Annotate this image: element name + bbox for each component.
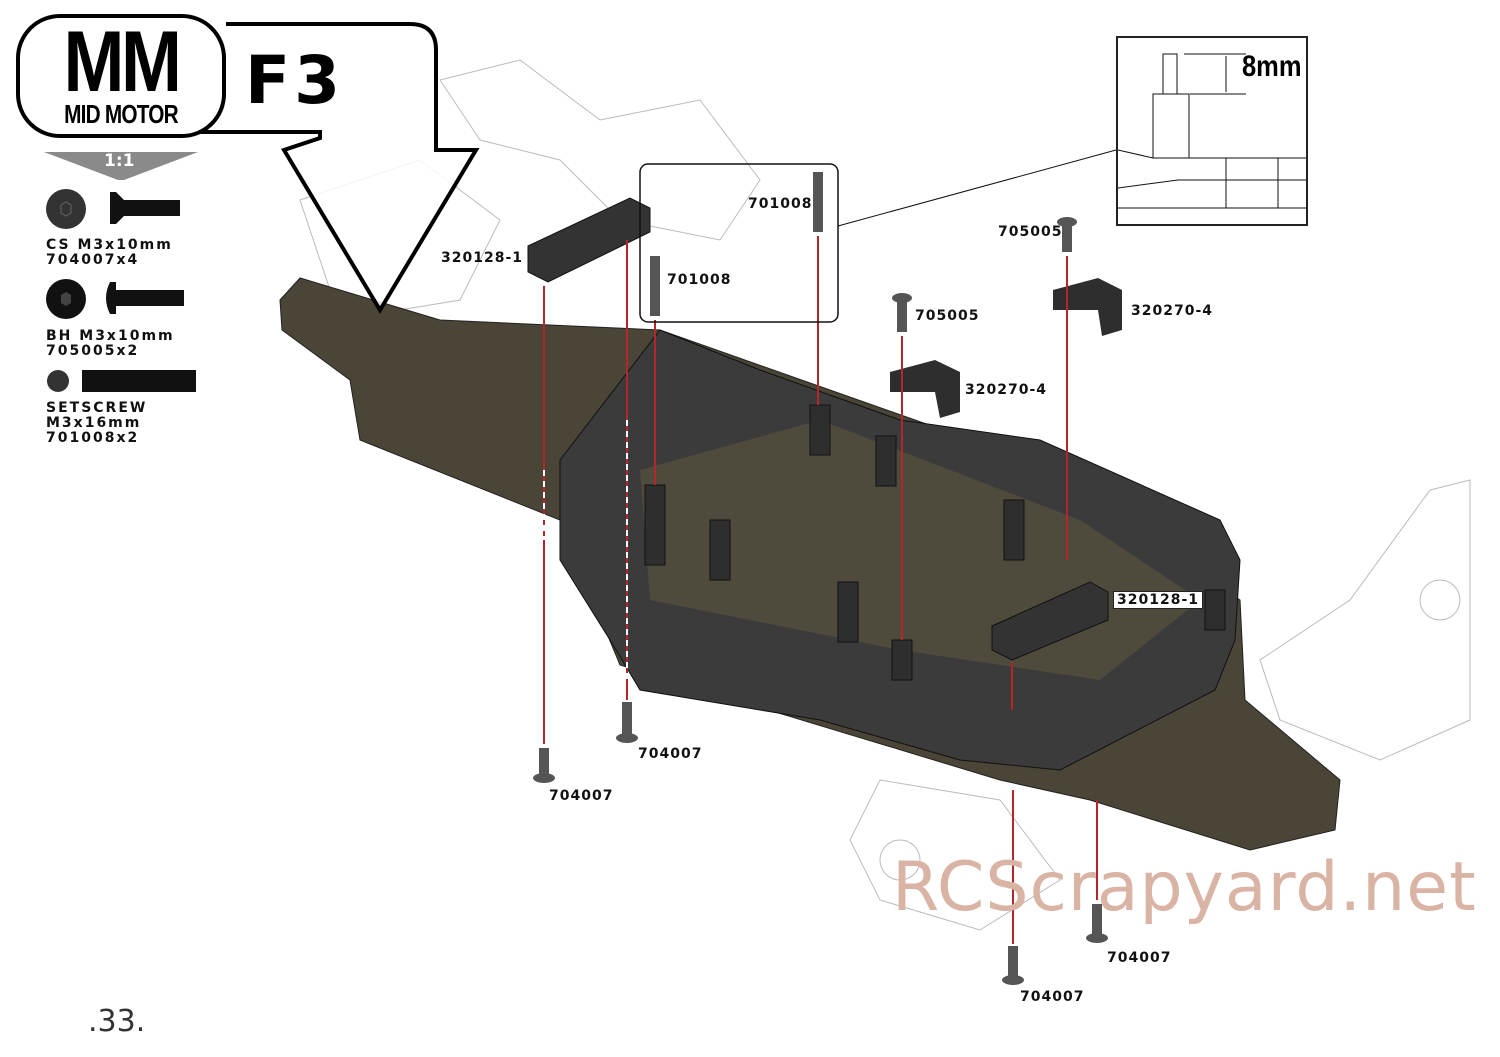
watermark: RCScrapyard.net <box>892 848 1477 927</box>
callout-320128-1-left: 320128-1 <box>441 250 523 266</box>
chassis-posts <box>644 404 1226 681</box>
page-number: .33. <box>88 1004 146 1039</box>
callout-704007-a: 704007 <box>638 746 703 762</box>
part-320128-1-right <box>991 581 1109 661</box>
callout-705005-mid: 705005 <box>915 308 980 324</box>
part-320128-1-left <box>527 197 651 283</box>
callout-705005-right: 705005 <box>998 224 1063 240</box>
cs-screws <box>533 702 1108 985</box>
legend-cs-part: 704007x4 <box>46 252 140 268</box>
setscrew-height-detail <box>1116 36 1308 226</box>
bh-screws <box>892 217 1077 332</box>
hidden-guide-lines <box>543 420 628 680</box>
detail-highlight-box <box>639 163 839 323</box>
setscrew-mid <box>650 256 660 316</box>
button-head-screw-icon <box>46 279 184 319</box>
part-320270-4-mid <box>890 360 960 418</box>
scale-banner <box>44 152 198 180</box>
callout-320128-1-right: 320128-1 <box>1113 591 1203 609</box>
legend-setscrew-part: 701008x2 <box>46 430 140 446</box>
callout-704007-b: 704007 <box>549 788 614 804</box>
setscrew-icon <box>47 370 196 392</box>
step-title: F3 <box>245 42 345 119</box>
legend-setscrew-type: SETSCREW <box>46 400 148 416</box>
scale-label: 1:1 <box>104 151 135 171</box>
detail-measurement: 8mm <box>1242 50 1302 83</box>
detail-drawing <box>1117 53 1306 209</box>
mid-motor-logo: MM MID MOTOR <box>16 14 226 138</box>
callout-704007-d: 704007 <box>1020 989 1085 1005</box>
callout-320270-4-right: 320270-4 <box>1131 303 1213 319</box>
legend-cs-size: CS M3x10mm <box>46 237 173 253</box>
legend-item-cs: CS M3x10mm 704007x4 <box>46 238 173 268</box>
countersunk-screw-icon <box>46 189 180 229</box>
callout-704007-c: 704007 <box>1107 950 1172 966</box>
logo-main-text: MM <box>63 14 182 110</box>
legend-bh-size: BH M3x10mm <box>46 328 175 344</box>
setscrew-top <box>813 172 823 232</box>
part-320270-4-right <box>1053 278 1122 336</box>
callout-320270-4-mid: 320270-4 <box>965 382 1047 398</box>
callout-701008-mid: 701008 <box>667 272 732 288</box>
legend-setscrew-size: M3x16mm <box>46 415 142 431</box>
logo-sub-text: MID MOTOR <box>64 99 179 129</box>
hardware-legend-icons <box>46 189 196 392</box>
legend-bh-part: 705005x2 <box>46 343 140 359</box>
legend-item-setscrew: SETSCREW M3x16mm 701008x2 <box>46 401 147 446</box>
callout-701008-top: 701008 <box>748 196 813 212</box>
detail-leader-line <box>837 149 1117 227</box>
direction-arrow <box>200 22 480 314</box>
legend-item-bh: BH M3x10mm 705005x2 <box>46 329 175 359</box>
